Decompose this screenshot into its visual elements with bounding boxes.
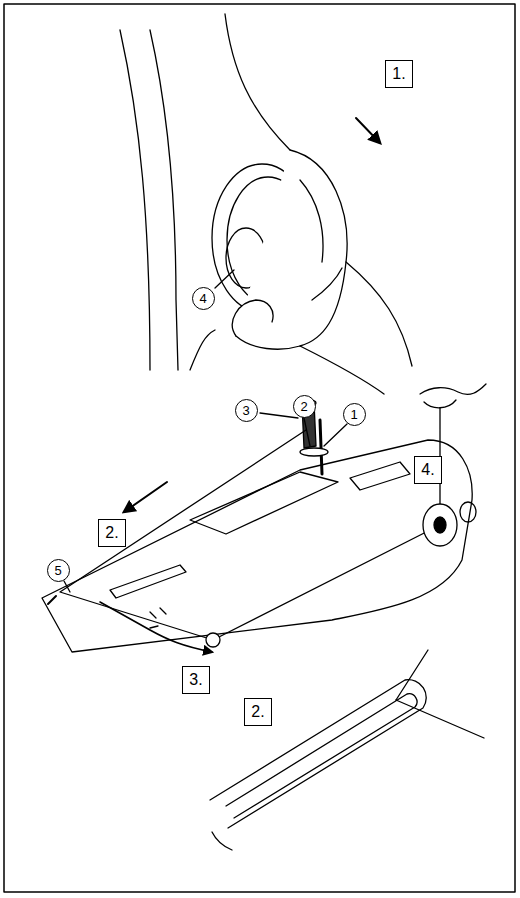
callout-number: 1 xyxy=(343,403,366,426)
bobbin-winder-hub xyxy=(434,517,446,533)
machine-cover xyxy=(110,565,186,598)
machine-outline xyxy=(225,14,290,150)
step-number: 3. xyxy=(182,666,210,694)
number-text: 2 xyxy=(300,399,307,414)
machine-cover xyxy=(190,472,338,534)
hand-finger xyxy=(312,268,342,300)
step-number: 2. xyxy=(244,698,272,726)
callout-number: 4 xyxy=(192,287,215,310)
hand-thumb xyxy=(232,300,273,336)
bobbin-winder xyxy=(423,504,457,546)
machine-outline xyxy=(190,330,215,370)
step-number: 1. xyxy=(385,60,413,88)
tension-guide xyxy=(206,633,220,647)
number-text: 2. xyxy=(105,524,118,542)
step-number: 2. xyxy=(98,519,126,547)
thread xyxy=(396,700,484,738)
machine-outline xyxy=(120,30,150,370)
thread xyxy=(60,408,440,640)
machine-cover xyxy=(350,462,410,490)
step-number: 4. xyxy=(414,456,442,484)
callout-number: 5 xyxy=(47,559,70,582)
handwheel-scene xyxy=(120,14,412,394)
felt-disc xyxy=(300,448,328,456)
hand-finger xyxy=(300,180,323,262)
guide-slot-outer xyxy=(210,680,426,828)
spool-pin xyxy=(320,420,322,474)
number-text: 4 xyxy=(199,291,206,306)
direction-arrow xyxy=(124,482,167,512)
winder-stop xyxy=(460,502,476,522)
number-text: 2. xyxy=(251,703,264,721)
slot-detail xyxy=(210,650,484,850)
number-text: 3. xyxy=(189,671,202,689)
guide-marks xyxy=(150,608,166,628)
leader-line xyxy=(304,418,310,446)
direction-arrow xyxy=(356,118,380,143)
leader-line xyxy=(324,424,347,446)
leader-line xyxy=(260,413,298,418)
machine-body xyxy=(42,440,472,652)
thread-guide xyxy=(48,596,56,604)
frame xyxy=(4,4,515,892)
leader-line xyxy=(215,270,234,288)
direction-arrow xyxy=(100,602,212,652)
hand-pinching xyxy=(424,400,456,408)
number-text: 4. xyxy=(421,461,434,479)
thread xyxy=(396,650,428,700)
callout-number: 3 xyxy=(235,399,258,422)
number-text: 5 xyxy=(54,563,61,578)
arm xyxy=(300,346,384,394)
callout-number: 2 xyxy=(293,395,316,418)
number-text: 3 xyxy=(242,403,249,418)
machine-outline xyxy=(150,30,178,370)
number-text: 1. xyxy=(392,65,405,83)
guide-slot-inner xyxy=(226,694,417,818)
number-text: 1 xyxy=(350,407,357,422)
leader-line xyxy=(64,581,70,592)
guide-slot-outer xyxy=(212,832,232,850)
hand-pinching xyxy=(420,384,486,394)
machine-top xyxy=(42,384,486,652)
arm xyxy=(346,262,412,366)
